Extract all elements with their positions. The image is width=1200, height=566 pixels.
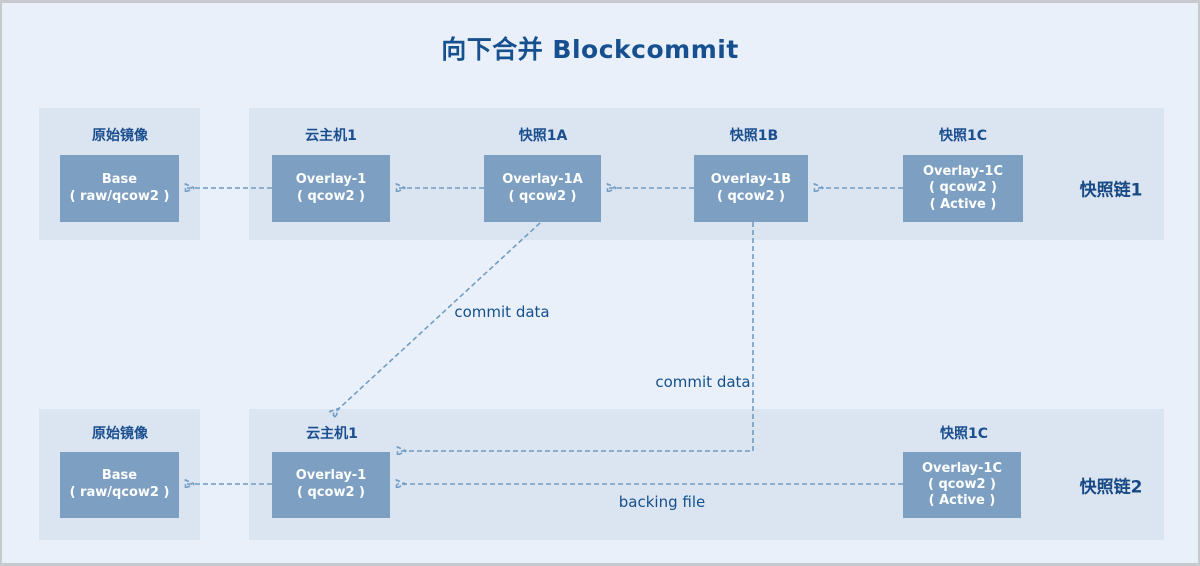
node-line: ( qcow2 ) — [717, 188, 785, 204]
node-line: Overlay-1 — [295, 171, 367, 187]
node-base-chain2: Base ( raw/qcow2 ) — [60, 452, 179, 518]
node-line: ( qcow2 ) — [297, 188, 365, 204]
node-line: ( Active ) — [928, 493, 996, 509]
node-line: Base — [101, 171, 138, 187]
node-overlay1c-chain2: Overlay-1C ( qcow2 ) ( Active ) — [903, 452, 1021, 518]
label-snapshot-1c: 快照1C — [938, 128, 988, 144]
node-base-chain1: Base ( raw/qcow2 ) — [60, 155, 179, 222]
label-snapshot-1b: 快照1B — [729, 128, 779, 144]
label-chain1-source: 原始镜像 — [92, 128, 148, 144]
node-line: ( qcow2 ) — [508, 188, 577, 204]
node-line: ( Active ) — [929, 196, 997, 212]
node-overlay1c-chain1: Overlay-1C ( qcow2 ) ( Active ) — [903, 155, 1023, 222]
label-snapshot-1a: 快照1A — [518, 128, 568, 144]
node-line: ( qcow2 ) — [928, 476, 996, 492]
node-line: Overlay-1B — [710, 171, 792, 187]
annotation-commit-data-lower: commit data — [655, 373, 751, 391]
chain2-tag: 快照链2 — [1079, 477, 1143, 498]
node-overlay1-chain2: Overlay-1 ( qcow2 ) — [272, 452, 390, 518]
node-line: Overlay-1C — [922, 164, 1004, 180]
node-line: ( qcow2 ) — [297, 485, 365, 500]
annotation-commit-data-upper: commit data — [454, 303, 550, 321]
label-snapshot-1c-chain2: 快照1C — [939, 426, 989, 442]
node-overlay1a: Overlay-1A ( qcow2 ) — [484, 155, 601, 222]
label-chain1-vm: 云主机1 — [305, 128, 357, 144]
label-chain2-source: 原始镜像 — [92, 426, 148, 442]
node-overlay1-chain1: Overlay-1 ( qcow2 ) — [272, 155, 390, 222]
chain1-tag: 快照链1 — [1079, 180, 1143, 201]
node-line: ( qcow2 ) — [929, 180, 997, 196]
node-line: Overlay-1A — [502, 171, 583, 187]
node-line: ( raw/qcow2 ) — [69, 188, 170, 204]
page-title: 向下合并 Blockcommit — [441, 35, 739, 64]
node-line: ( raw/qcow2 ) — [69, 485, 170, 500]
node-line: Base — [101, 468, 138, 484]
node-line: Overlay-1C — [921, 460, 1003, 476]
annotation-backing-file: backing file — [618, 493, 706, 511]
label-chain2-vm: 云主机1 — [306, 426, 358, 442]
node-line: Overlay-1 — [295, 468, 367, 484]
node-overlay1b: Overlay-1B ( qcow2 ) — [694, 155, 808, 222]
